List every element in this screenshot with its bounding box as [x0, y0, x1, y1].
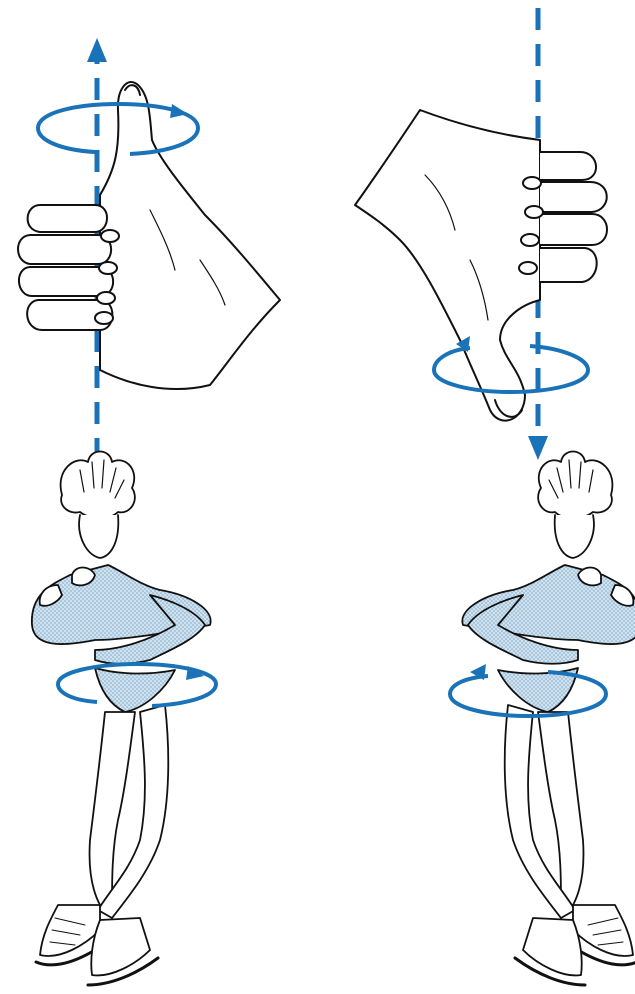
- thumb-up-hand-icon: [18, 82, 280, 389]
- spinning-skater-right-icon: [462, 452, 635, 986]
- spinning-skater-left-icon: [32, 452, 211, 986]
- right-panel: [355, 8, 635, 985]
- left-panel: [18, 38, 280, 985]
- thumb-down-hand-icon: [355, 110, 607, 421]
